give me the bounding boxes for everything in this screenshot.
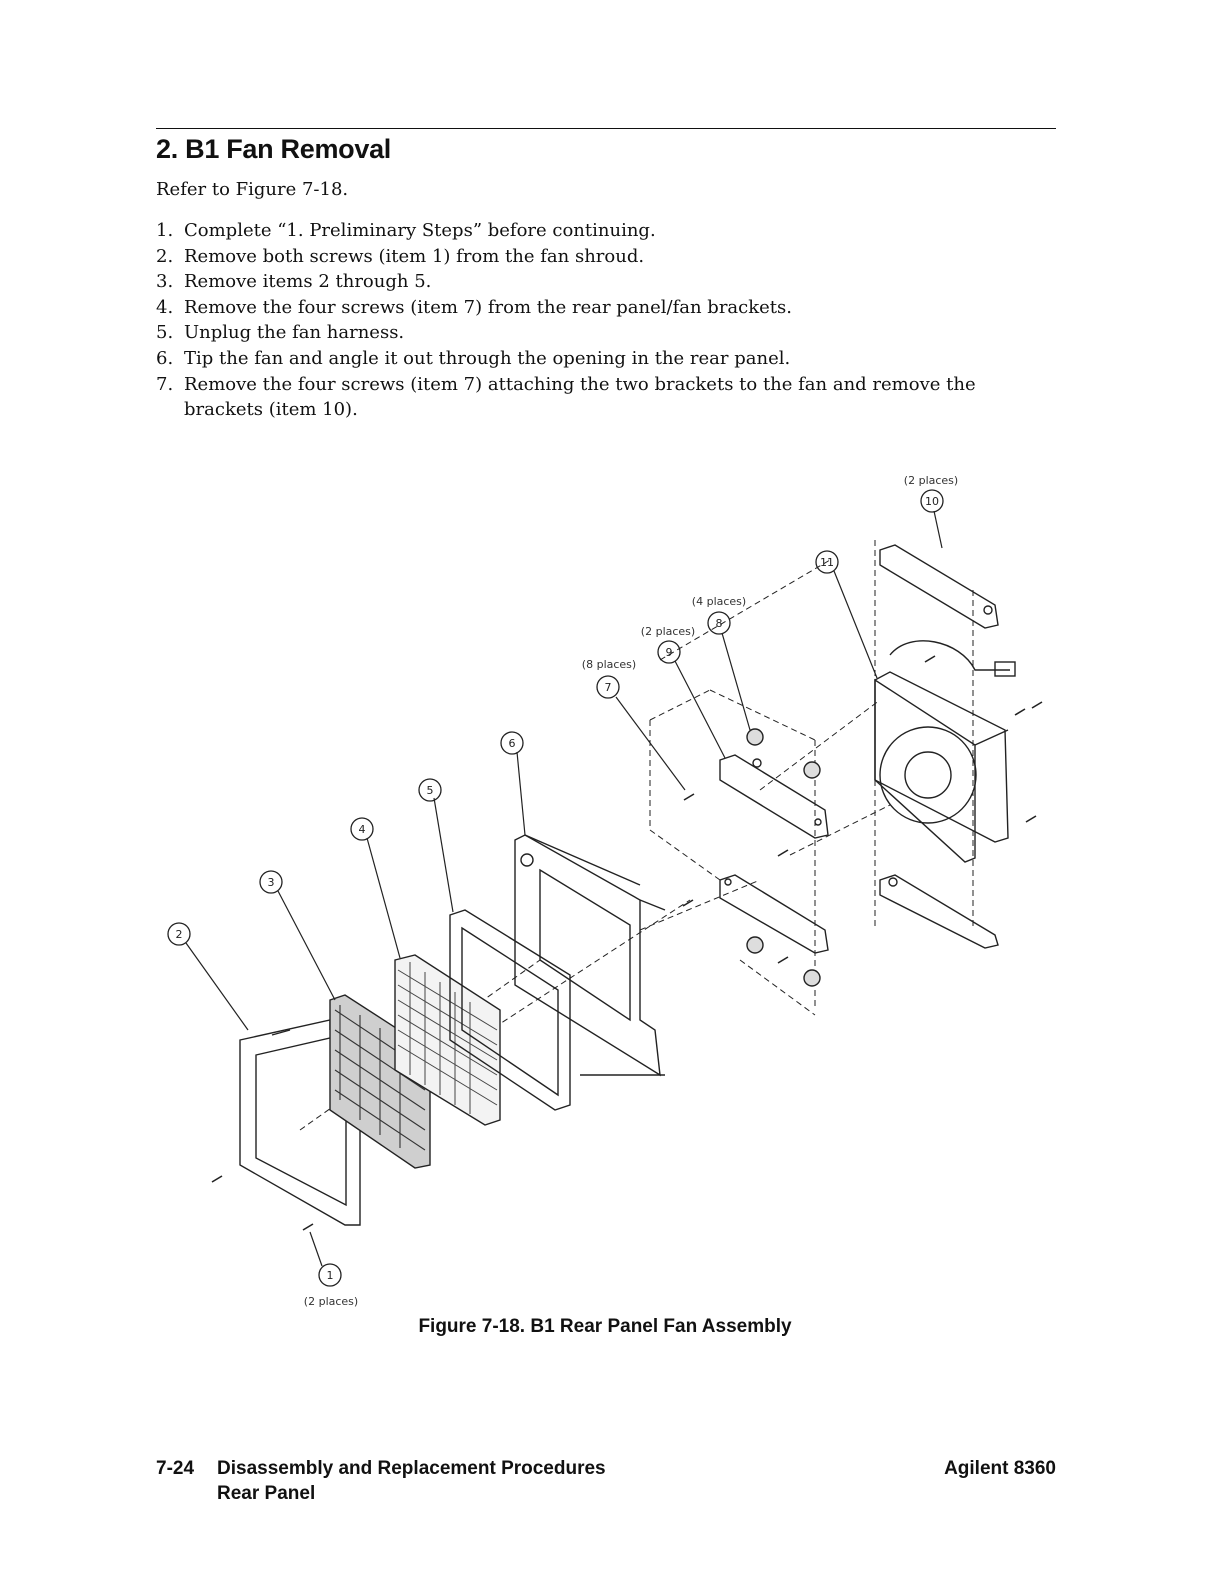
callout-2: 2 (176, 928, 183, 941)
fan-assembly-diagram: 1 2 3 4 5 6 7 8 9 10 11 (2 places) (8 pl… (167, 474, 1043, 1308)
footer-product: Agilent 8360 (944, 1458, 1056, 1479)
step-item: 7. Remove the four screws (item 7) attach… (156, 372, 1036, 423)
step-text: Remove the four screws (item 7) from the… (184, 296, 792, 318)
step-item: 5. Unplug the fan harness. (156, 320, 1036, 346)
inner-frame (449, 909, 571, 1111)
lower-panel-bracket (719, 874, 829, 954)
step-number: 6. (156, 347, 174, 369)
step-text: Unplug the fan harness. (184, 322, 405, 344)
honeycomb-filter (394, 954, 501, 1126)
lower-fan-bracket (879, 874, 999, 949)
callout-9: 9 (666, 646, 673, 659)
callout-4: 4 (359, 823, 366, 836)
callout-circles (167, 489, 944, 1287)
note-item-9: (2 places) (641, 625, 695, 638)
step-item: 3. Remove items 2 through 5. (156, 269, 1036, 295)
step-item: 4. Remove the four screws (item 7) from t… (156, 295, 1036, 321)
section-title: 2. B1 Fan Removal (156, 134, 391, 164)
intro-text: Refer to Figure 7-18. (156, 179, 349, 200)
figure-caption: Figure 7-18. B1 Rear Panel Fan Assembly (0, 1316, 1224, 1338)
step-item: 6. Tip the fan and angle it out through t… (156, 346, 1036, 372)
step-number: 7. (156, 373, 174, 395)
step-text: Complete “1. Preliminary Steps” before c… (184, 220, 656, 241)
step-number: 4. (156, 296, 174, 318)
callout-5: 5 (427, 784, 434, 797)
callout-8: 8 (716, 617, 723, 630)
step-text: Remove both screws (item 1) from the fan… (184, 245, 645, 267)
cooling-fan (874, 640, 1016, 863)
step-text: Remove the four screws (item 7) attachin… (184, 373, 976, 421)
footer-section: Disassembly and Replacement Procedures (217, 1458, 606, 1479)
page-number: 7-24 (156, 1458, 195, 1479)
screws (211, 655, 1043, 1231)
footer-subsection: Rear Panel (217, 1483, 316, 1504)
callout-6: 6 (509, 737, 516, 750)
step-number: 1. (156, 220, 174, 241)
callout-11: 11 (820, 556, 834, 569)
step-number: 5. (156, 322, 174, 344)
header-rule (156, 128, 1056, 129)
upper-panel-bracket (719, 754, 829, 839)
procedure-steps: 1. Complete “1. Preliminary Steps” before… (156, 218, 1036, 423)
upper-fan-bracket (879, 544, 999, 629)
note-item-10: (2 places) (904, 474, 958, 487)
step-text: Remove items 2 through 5. (184, 271, 432, 293)
step-item: 1. Complete “1. Preliminary Steps” before… (156, 218, 1036, 244)
callout-3: 3 (268, 876, 275, 889)
note-item-1: (2 places) (304, 1295, 358, 1308)
note-item-7: (8 places) (582, 658, 636, 671)
callout-10: 10 (925, 495, 939, 508)
step-item: 2. Remove both screws (item 1) from the f… (156, 244, 1036, 270)
callout-1: 1 (327, 1269, 334, 1282)
step-number: 3. (156, 271, 174, 293)
step-text: Tip the fan and angle it out through the… (184, 347, 791, 369)
leader-lines (185, 510, 943, 1267)
callout-7: 7 (605, 681, 612, 694)
step-number: 2. (156, 245, 174, 267)
figure-caption-text: Figure 7-18. B1 Rear Panel Fan Assembly (418, 1316, 792, 1337)
grommet-nuts (746, 728, 821, 987)
note-item-8: (4 places) (692, 595, 746, 608)
rear-panel (514, 834, 666, 1077)
